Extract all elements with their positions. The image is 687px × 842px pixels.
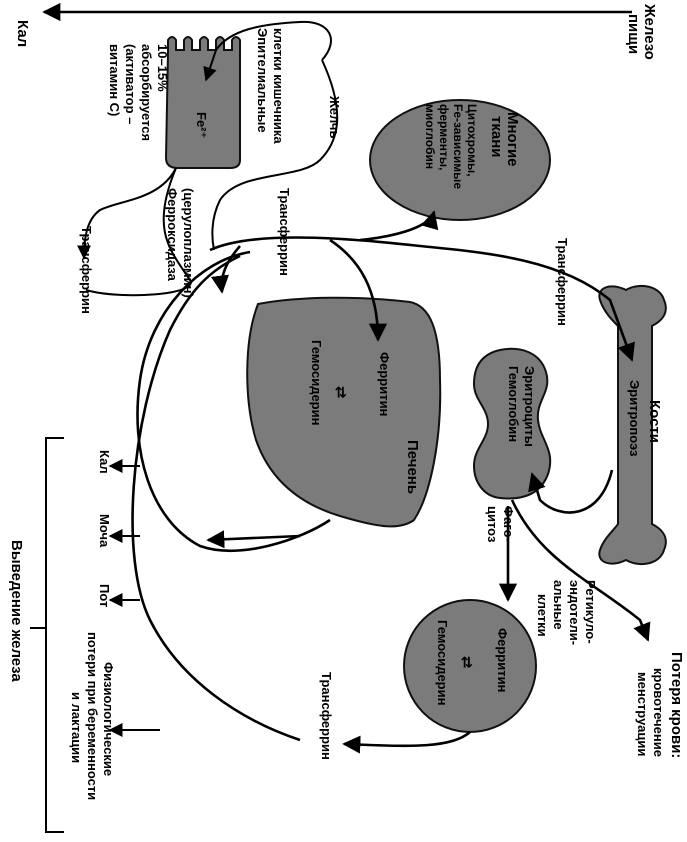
many-tissues-body: Цитохромы, Fe-зависимые ферменты, миогло… [423, 104, 479, 189]
bone-shape [598, 284, 667, 566]
svg-text:Железо: Железо [641, 3, 658, 60]
svg-text:цитоз: цитоз [485, 506, 500, 543]
bone-transferrin-label: Трансферрин [555, 238, 570, 326]
svg-text:Ферроксидаза: Ферроксидаза [165, 188, 180, 282]
res-equilibrium: ⇄ [458, 656, 475, 669]
svg-text:Ферритин: Ферритин [377, 352, 392, 416]
erythrocytes-text: Эритроциты Гемоглобин [506, 366, 537, 447]
excretion-sweat: Пот [97, 584, 112, 607]
svg-text:⇄: ⇄ [332, 386, 349, 399]
phagocytosis-label: Фаго- цитоз [485, 506, 516, 543]
intestinal-cell-title: Эпителиальные клетки кишечника [255, 28, 286, 144]
svg-text:и лактации: и лактации [69, 692, 84, 763]
intestine-flows [77, 20, 339, 297]
excretion-arrows [108, 459, 160, 737]
svg-text:Гемосидерин: Гемосидерин [435, 620, 450, 705]
svg-text:Кости: Кости [646, 400, 663, 443]
svg-text:абсорбируется: абсорбируется [139, 44, 154, 141]
res-title: Ретикуло- эндотели- альные клетки [535, 580, 598, 645]
svg-text:менструации: менструации [635, 672, 650, 756]
svg-text:Желчь: Желчь [327, 95, 342, 138]
blood-loss-title: Потеря крови: [668, 652, 685, 758]
many-tissues-title: Многие ткани [488, 112, 521, 167]
many-tissues-cell [369, 99, 551, 221]
excretion-bracket [30, 437, 64, 833]
svg-text:⇄: ⇄ [458, 656, 475, 669]
feces-top-label: Кал [14, 20, 31, 47]
svg-text:ткани: ткани [488, 116, 505, 157]
excretion-urine: Моча [97, 514, 112, 548]
svg-text:Fe-зависимые: Fe-зависимые [451, 104, 465, 189]
svg-text:клетки: клетки [535, 594, 550, 637]
svg-text:кровотечение: кровотечение [651, 668, 666, 757]
svg-text:эндотели-: эндотели- [567, 580, 582, 645]
svg-text:Ретикуло-: Ретикуло- [583, 580, 598, 644]
svg-text:Потеря крови:: Потеря крови: [668, 652, 685, 758]
svg-text:Кал: Кал [14, 20, 31, 47]
liver-shape [246, 296, 442, 528]
svg-text:Трансферрин: Трансферрин [555, 238, 570, 326]
svg-text:витамин C): витамин C) [107, 44, 122, 116]
svg-text:альные: альные [551, 580, 566, 630]
svg-text:Эритроциты: Эритроциты [522, 366, 537, 447]
svg-text:Гемоглобин: Гемоглобин [506, 366, 521, 442]
svg-text:Трансферрин: Трансферрин [79, 226, 94, 314]
excretion-feces: Кал [97, 450, 112, 474]
svg-text:ферменты,: ферменты, [437, 104, 451, 170]
svg-text:миоглобин: миоглобин [423, 104, 437, 169]
svg-text:Печень: Печень [404, 440, 421, 494]
svg-text:(церулоплазмин): (церулоплазмин) [181, 188, 196, 298]
excretion-physiological: Физиологические потери при беременности … [69, 632, 116, 800]
svg-text:Физиологические: Физиологические [101, 662, 116, 776]
food-iron-label: Железо пищи [625, 3, 658, 60]
svg-text:10–15%: 10–15% [155, 44, 170, 92]
liver-hemosiderin: Гемосидерин [309, 340, 324, 425]
bone-title: Кости [646, 400, 663, 443]
absorption-note: 10–15% абсорбируется (активатор – витами… [107, 44, 170, 141]
liver-title: Печень [404, 440, 421, 494]
excretion-title: Выведение железа [8, 540, 25, 682]
svg-text:Трансферрин: Трансферрин [277, 188, 292, 276]
res-ferritin: Ферритин [495, 628, 510, 692]
svg-text:Цитохромы,: Цитохромы, [465, 104, 479, 177]
intestinal-cell: Fe²⁺ [164, 36, 241, 169]
svg-text:пищи: пищи [625, 14, 642, 54]
res-hemosiderin: Гемосидерин [435, 620, 450, 705]
erythrocytes-shape [472, 347, 552, 500]
svg-text:(активатор –: (активатор – [123, 44, 138, 124]
transferrin-left-label: Трансферрин [79, 226, 94, 314]
excretion-transferrin: Трансферрин [319, 672, 334, 760]
svg-text:Многие: Многие [504, 112, 521, 167]
svg-text:потери при беременности: потери при беременности [85, 632, 100, 800]
svg-text:Моча: Моча [97, 514, 112, 548]
svg-text:Гемосидерин: Гемосидерин [309, 340, 324, 425]
svg-text:Эритропоэз: Эритропоэз [627, 380, 642, 457]
blood-loss-detail: кровотечение менструации [635, 668, 666, 757]
liver-equilibrium: ⇄ [332, 386, 349, 399]
svg-text:Трансферрин: Трансферрин [319, 672, 334, 760]
transferrin-mid-label: Трансферрин [277, 188, 292, 276]
fe2-ion-label: Fe²⁺ [194, 112, 209, 138]
svg-text:Ферритин: Ферритин [495, 628, 510, 692]
svg-text:Кал: Кал [97, 450, 112, 474]
svg-text:Пот: Пот [97, 584, 112, 607]
circulation-flows [131, 210, 651, 754]
svg-text:клетки кишечника: клетки кишечника [271, 28, 286, 144]
svg-text:Эпителиальные: Эпителиальные [255, 28, 270, 133]
bile-label: Желчь [327, 95, 342, 138]
svg-text:Выведение железа: Выведение железа [8, 540, 25, 682]
liver-ferritin: Ферритин [377, 352, 392, 416]
bone-process: Эритропоэз [627, 380, 642, 457]
